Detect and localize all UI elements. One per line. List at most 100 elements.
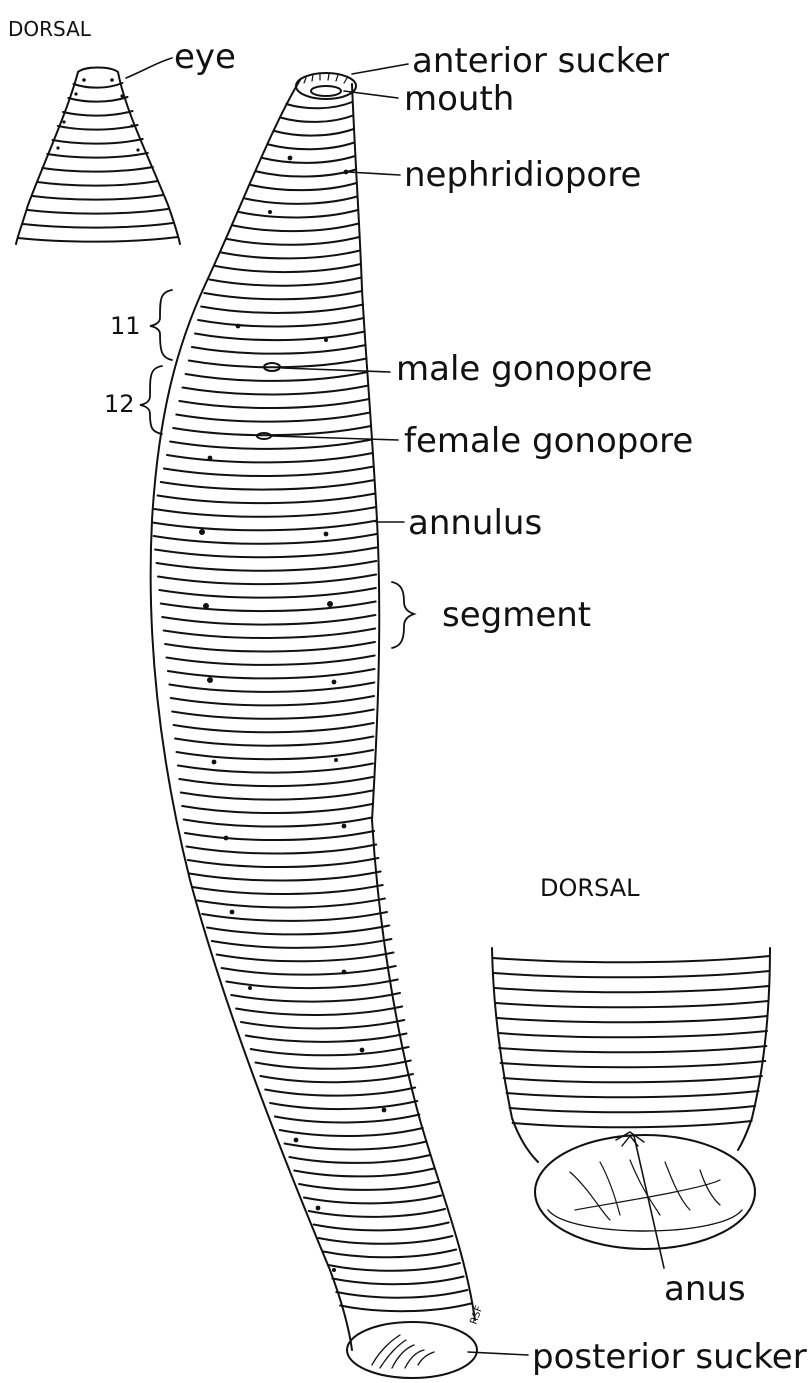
annulus-ring	[275, 129, 354, 136]
annulus-ring	[231, 993, 400, 1002]
annulus-ring	[183, 386, 369, 395]
brace-segment-11	[150, 290, 172, 360]
annulus-ring	[179, 777, 372, 786]
annulus-ring	[175, 737, 373, 746]
head-annulus-ring	[63, 111, 133, 116]
mouth-label: mouth	[404, 79, 514, 119]
annulus-ring	[174, 723, 374, 732]
posterior-annulus-ring	[510, 1106, 755, 1112]
annulus-ring	[304, 1196, 441, 1204]
annulus-ring	[285, 1142, 427, 1150]
head-tip	[78, 68, 118, 73]
head-annulus-ring	[68, 97, 127, 102]
annulus-ring	[172, 710, 374, 719]
annulus-ring	[246, 1034, 407, 1042]
posterior-annulus-ring	[494, 971, 769, 977]
anterior-sucker-leader	[352, 64, 408, 74]
annulus-ring	[152, 521, 377, 531]
annulus-ring	[265, 1088, 415, 1096]
annulus-ring	[204, 291, 362, 299]
female-gonopore-leader	[272, 436, 398, 440]
annulus-ring	[328, 1263, 460, 1271]
annulus-ring	[207, 926, 389, 935]
annulus-ring	[173, 426, 371, 435]
anterior-sucker-label: anterior sucker	[412, 41, 669, 81]
annulus-ring	[198, 318, 364, 327]
annulus-ring	[227, 237, 359, 245]
annulus-ring	[314, 1223, 449, 1231]
posterior-annulus-ring	[495, 986, 769, 992]
posterior-sucker-ribs	[570, 1160, 720, 1220]
head-annulus-ring	[23, 223, 173, 228]
annulus-ring	[270, 1101, 417, 1109]
head-annulus-ring	[58, 125, 138, 130]
posterior-sucker	[347, 1322, 477, 1378]
posterior-sucker-label: posterior sucker	[532, 1337, 807, 1377]
annulus-ring	[197, 899, 385, 908]
annulus-ring	[202, 912, 387, 921]
annulus-ring	[189, 359, 367, 368]
annulus-ring	[245, 197, 357, 204]
annulus-ring	[201, 305, 363, 313]
female-gonopore-label: female gonopore	[404, 421, 693, 461]
annulus-ring	[189, 872, 380, 881]
annulus-ring	[257, 170, 356, 177]
brace-segment-12	[140, 366, 162, 434]
dorsal-posterior-view	[492, 948, 770, 1249]
annulus-ring	[309, 1209, 445, 1217]
annulus-ring	[286, 102, 352, 108]
posterior-annuli-group	[493, 956, 770, 1127]
posterior-sucker-lines	[372, 1335, 434, 1368]
annulus-ring	[181, 791, 373, 800]
head-annulus-ring	[37, 181, 157, 186]
annulus-ring	[195, 332, 365, 341]
annulus-ring	[155, 548, 376, 558]
annulus-ring	[170, 440, 372, 449]
annulus-ring	[158, 575, 376, 585]
annulus-ring	[260, 1074, 413, 1082]
head-annulus-ring	[18, 237, 178, 242]
dorsal-head-view	[16, 68, 180, 245]
annulus-ring	[299, 1182, 438, 1190]
annulus-ring	[251, 1047, 409, 1055]
nephridiopore-label: nephridiopore	[404, 155, 641, 195]
annulus-ring	[280, 1128, 423, 1136]
annulus-ring	[179, 399, 369, 408]
annulus-ring	[226, 980, 397, 989]
annulus-ring	[167, 453, 373, 462]
head-annulus-ring	[42, 167, 153, 172]
annulus-ring	[256, 1061, 411, 1069]
posterior-annulus-ring	[501, 1061, 766, 1067]
annulus-ring	[165, 642, 375, 651]
annulus-ring	[210, 278, 362, 286]
annulus-ring	[332, 1277, 463, 1285]
brace-segment	[392, 582, 414, 648]
annulus-label: annulus	[408, 503, 542, 543]
annulus-ring	[233, 224, 358, 232]
posterior-sucker-rim	[548, 1210, 742, 1231]
annulus-ring	[185, 831, 374, 840]
head-annulus-ring	[74, 83, 123, 88]
annulus-ring	[221, 251, 360, 259]
segment-11-label: 11	[110, 312, 141, 340]
head-annulus-ring	[28, 209, 168, 214]
dorsal-title-top: DORSAL	[8, 17, 92, 41]
head-annulus-ring	[53, 139, 143, 144]
annulus-ring	[241, 1020, 404, 1028]
annulus-ring	[176, 413, 370, 422]
annulus-ring	[251, 183, 357, 190]
annulus-ring	[161, 480, 375, 490]
annulus-ring	[193, 885, 383, 894]
segment-label: segment	[442, 595, 591, 635]
annulus-ring	[186, 372, 368, 381]
segment-12-label: 12	[104, 390, 135, 418]
male-gonopore-leader	[282, 368, 390, 372]
annulus-ring	[187, 845, 377, 854]
mouth	[311, 86, 341, 96]
annulus-ring	[275, 1115, 420, 1123]
posterior-annulus-ring	[498, 1031, 767, 1037]
annulus-ring	[216, 264, 361, 272]
posterior-annulus-ring	[507, 1091, 759, 1097]
annulus-ring	[161, 602, 376, 612]
